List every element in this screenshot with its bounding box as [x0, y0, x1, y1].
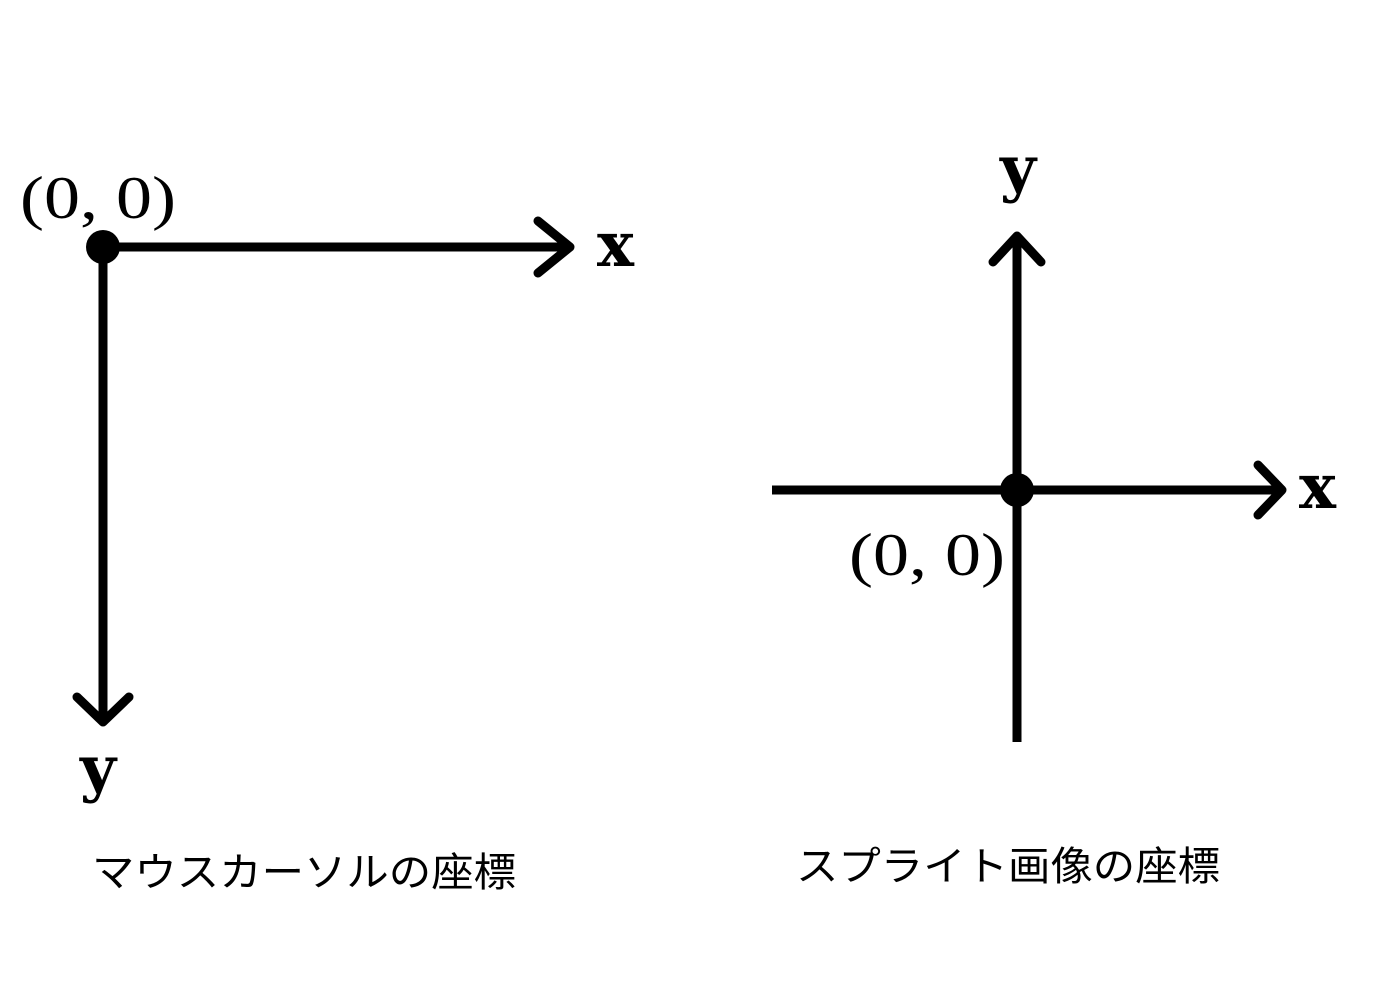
- sprite-x-arrow-head: [1253, 460, 1287, 520]
- mouse-y-arrow-head: [72, 692, 134, 727]
- mouse-x-label: x: [597, 208, 635, 281]
- sprite-y-arrow-head: [988, 231, 1046, 267]
- sprite-caption: スプライト画像の座標: [796, 844, 1220, 890]
- mouse-coordinate-panel: (0, 0) x y マウスカーソルの座標: [20, 165, 635, 896]
- sprite-origin-label: (0, 0): [849, 522, 1005, 588]
- sprite-x-label: x: [1299, 450, 1337, 523]
- mouse-y-label: y: [79, 732, 118, 805]
- mouse-origin-label: (0, 0): [20, 165, 176, 231]
- mouse-caption: マウスカーソルの座標: [92, 850, 516, 896]
- mouse-origin-dot: [86, 230, 120, 264]
- sprite-y-label: y: [999, 132, 1038, 205]
- sprite-coordinate-panel: (0, 0) x y スプライト画像の座標: [772, 132, 1337, 890]
- mouse-x-arrow-head: [533, 216, 575, 278]
- sprite-origin-dot: [1000, 473, 1034, 507]
